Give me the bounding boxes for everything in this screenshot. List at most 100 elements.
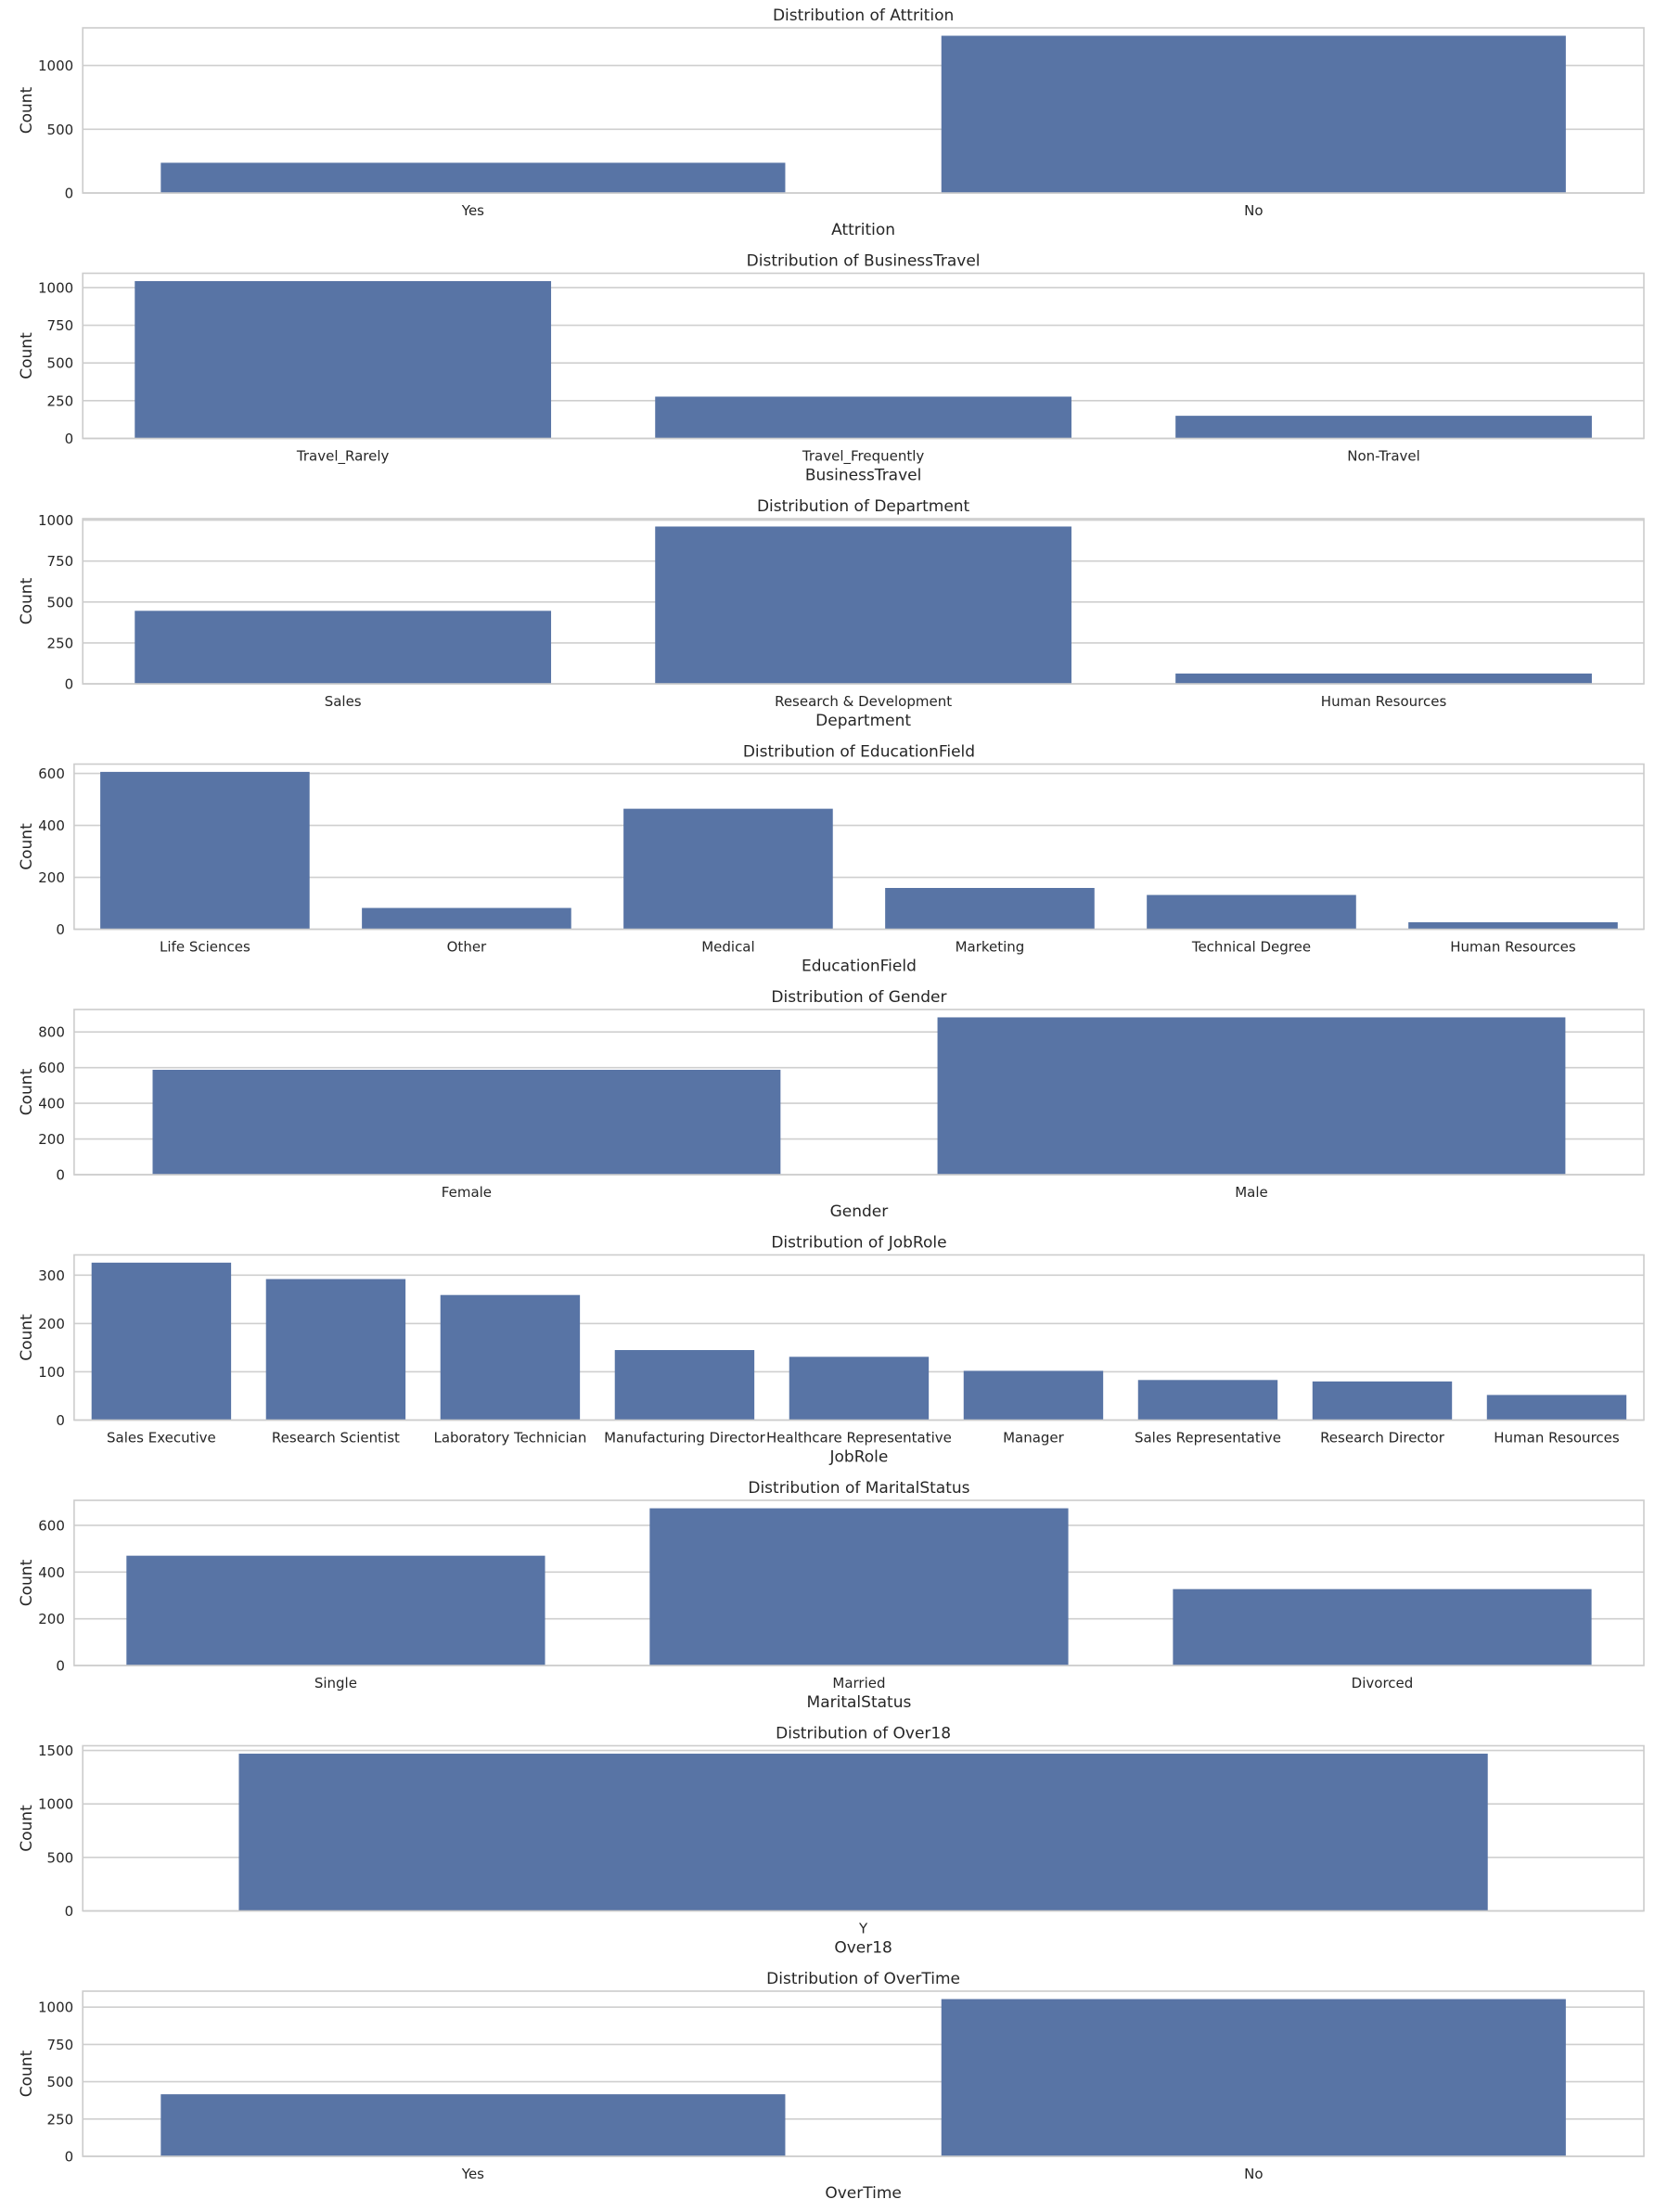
x-tick-label: Healthcare Representative	[766, 1430, 952, 1447]
y-tick-label: 0	[65, 431, 74, 447]
y-tick-label: 600	[38, 1060, 65, 1076]
bar-sales	[135, 611, 552, 684]
y-axis-label: Count	[18, 1314, 36, 1361]
y-tick-label: 500	[47, 594, 74, 611]
bar-travel-frequently	[655, 396, 1071, 439]
y-tick-label: 1000	[38, 2000, 73, 2016]
x-tick-label: Sales Representative	[1135, 1430, 1281, 1447]
x-axis-label: JobRole	[829, 1448, 889, 1467]
x-axis-label: Gender	[830, 1202, 889, 1221]
x-tick-label: Travel_Frequently	[802, 448, 925, 466]
y-tick-label: 500	[47, 1849, 74, 1866]
bar-divorced	[1173, 1588, 1592, 1665]
bar-other	[362, 907, 571, 930]
y-tick-label: 0	[65, 2149, 74, 2166]
bar-non-travel	[1175, 416, 1592, 439]
subplot-2: Distribution of BusinessTravel0250500750…	[18, 252, 1645, 485]
x-tick-label: Human Resources	[1321, 693, 1447, 710]
y-tick-label: 1000	[38, 58, 73, 74]
y-tick-label: 500	[47, 2074, 74, 2090]
bar-human-resources	[1408, 921, 1618, 930]
x-tick-label: Medical	[701, 939, 754, 956]
axes-frame	[82, 272, 1645, 440]
y-tick-label: 1000	[38, 1796, 73, 1813]
bar-research-director	[1312, 1381, 1453, 1421]
chart-title: Distribution of Gender	[771, 988, 946, 1007]
y-tick-label: 100	[38, 1364, 65, 1381]
x-tick-label: Yes	[461, 2166, 484, 2182]
subplot-8: Distribution of Over18050010001500YOver1…	[18, 1725, 1645, 1958]
subplot-4: Distribution of EducationField 0 200 400 600…	[18, 743, 1645, 976]
y-tick-label: 400	[38, 817, 65, 834]
x-tick-label: Yes	[461, 202, 484, 219]
bar-manager	[963, 1370, 1104, 1421]
x-tick-label: Marketing	[956, 939, 1025, 956]
y-axis-label: Count	[18, 577, 36, 624]
x-axis-label: Over18	[834, 1939, 892, 1958]
bar-manufacturing-director	[614, 1350, 755, 1421]
y-tick-label: 200	[38, 869, 65, 886]
y-axis-label: Count	[18, 332, 36, 379]
bar-human-resources	[1175, 673, 1592, 684]
x-tick-label: Sales	[325, 693, 362, 710]
bar-male	[937, 1017, 1566, 1175]
y-tick-label: 250	[47, 392, 74, 409]
x-axis-label: Department	[815, 712, 911, 730]
bar-healthcare-representative	[789, 1357, 930, 1421]
y-tick-label: 200	[38, 1611, 65, 1627]
bar-yes	[160, 162, 786, 193]
y-tick-label: 750	[47, 553, 74, 570]
y-axis-label: Count	[18, 1559, 36, 1606]
chart-title: Distribution of OverTime	[766, 1970, 960, 1988]
y-tick-label: 0	[65, 186, 74, 202]
y-tick-label: 600	[38, 765, 65, 782]
bar-travel-rarely	[135, 280, 552, 439]
x-tick-label: Manufacturing Director	[604, 1430, 765, 1447]
chart-title: Distribution of EducationField	[743, 743, 975, 762]
y-tick-label: 750	[47, 2037, 74, 2053]
x-axis-label: OverTime	[825, 2184, 902, 2203]
x-tick-label: Human Resources	[1494, 1430, 1620, 1447]
subplot-5: Distribution of Gender0200400600800Femal…	[18, 988, 1645, 1221]
y-tick-label: 0	[56, 1167, 65, 1184]
y-tick-label: 1000	[38, 512, 73, 529]
y-tick-label: 400	[38, 1564, 65, 1581]
x-tick-label: Married	[832, 1675, 885, 1691]
y-tick-label: 0	[56, 921, 65, 938]
y-tick-label: 500	[47, 355, 74, 372]
bar-married	[649, 1508, 1069, 1665]
y-tick-label: 600	[38, 1517, 65, 1534]
bar-medical	[623, 808, 833, 930]
bar-no	[941, 1999, 1566, 2156]
chart-title: Distribution of MaritalStatus	[748, 1479, 969, 1498]
x-axis-label: MaritalStatus	[807, 1693, 912, 1712]
x-tick-label: Research Scientist	[272, 1430, 400, 1447]
y-tick-label: 250	[47, 2111, 74, 2128]
bar-laboratory-technician	[440, 1294, 581, 1421]
bar-sales-representative	[1137, 1380, 1278, 1421]
x-tick-label: Non-Travel	[1347, 448, 1420, 465]
x-tick-label: Female	[442, 1184, 492, 1201]
bar-life-sciences	[100, 771, 310, 930]
axes-frame	[82, 518, 1645, 685]
y-tick-label: 0	[56, 1412, 65, 1429]
chart-title: Distribution of Department	[757, 497, 970, 516]
x-tick-label: No	[1244, 202, 1263, 219]
bar-marketing	[885, 888, 1095, 930]
y-tick-label: 400	[38, 1096, 65, 1112]
x-tick-label: Travel_Rarely	[296, 448, 390, 466]
y-axis-label: Count	[18, 86, 36, 134]
x-tick-label: Divorced	[1352, 1675, 1414, 1691]
bar-technical-degree	[1147, 894, 1356, 930]
axes-frame	[73, 1009, 1645, 1176]
y-axis-label: Count	[18, 1805, 36, 1852]
y-tick-label: 200	[38, 1316, 65, 1332]
chart-title: Distribution of Attrition	[773, 6, 954, 25]
x-axis-label: Attrition	[831, 221, 895, 239]
x-tick-label: Laboratory Technician	[433, 1430, 586, 1447]
x-axis-label: BusinessTravel	[805, 467, 922, 485]
bar-single	[126, 1555, 545, 1665]
x-tick-label: Human Resources	[1450, 939, 1576, 956]
x-tick-label: Life Sciences	[160, 939, 250, 956]
